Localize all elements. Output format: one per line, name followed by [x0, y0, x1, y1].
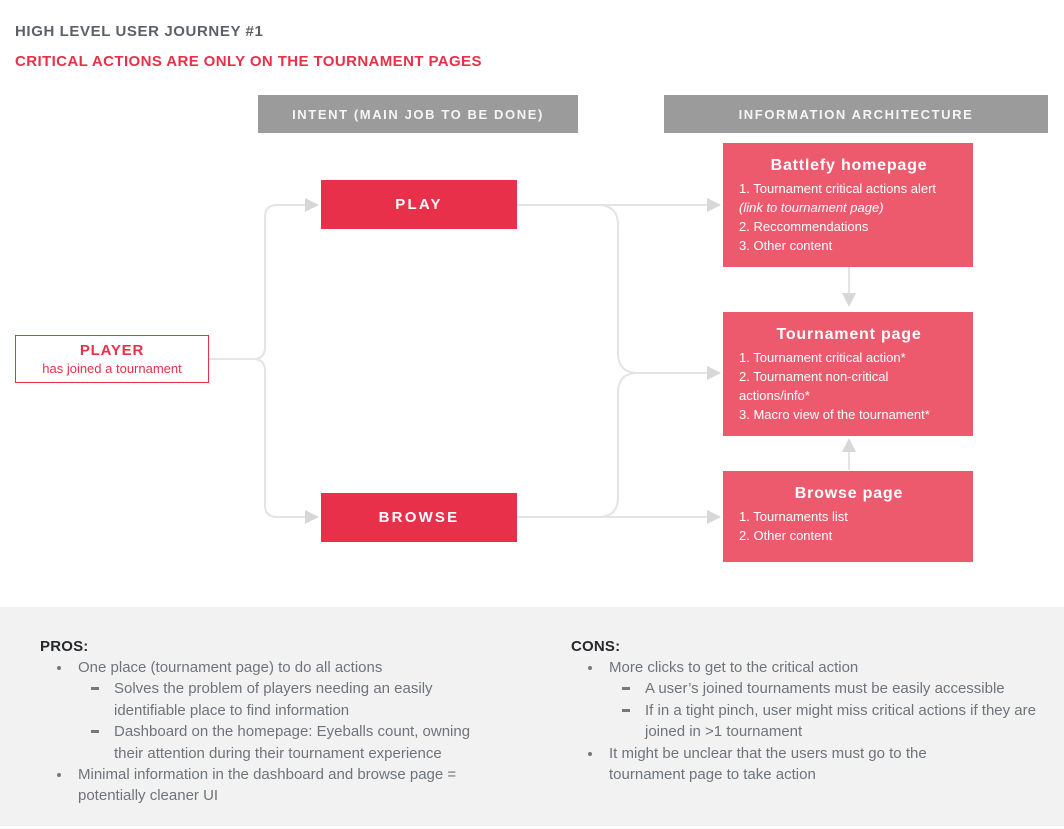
- page-subtitle: CRITICAL ACTIONS ARE ONLY ON THE TOURNAM…: [15, 53, 482, 70]
- cons-subitem: A user’s joined tournaments must be easi…: [622, 678, 1047, 699]
- pros-item: One place (tournament page) to do all ac…: [57, 657, 490, 678]
- pros-item-text: Minimal information in the dashboard and…: [78, 766, 457, 805]
- arrowhead-into-homepage: [707, 198, 721, 212]
- pros-list: PROS: One place (tournament page) to do …: [40, 637, 494, 807]
- cons-list: CONS: More clicks to get to the critical…: [571, 637, 1047, 785]
- bullet-dot-icon: [57, 773, 61, 778]
- cons-item-text: More clicks to get to the critical actio…: [609, 659, 859, 676]
- pros-item: Minimal information in the dashboard and…: [57, 764, 490, 807]
- pros-item-text: Solves the problem of players needing an…: [114, 680, 433, 719]
- tournament-page-card: Tournament page 1. Tournament critical a…: [723, 312, 973, 436]
- cons-item-text: A user’s joined tournaments must be easi…: [645, 680, 1005, 698]
- page-title: HIGH LEVEL USER JOURNEY #1: [15, 23, 264, 40]
- homepage-card-title: Battlefy homepage: [770, 157, 928, 174]
- connector-merge-to-tournament: [597, 204, 721, 518]
- tournament-card-line: 3. Macro view of the tournament*: [739, 407, 930, 422]
- player-node: PLAYER has joined a tournament: [15, 335, 209, 383]
- connector-play-to-homepage: [517, 198, 721, 212]
- arrowhead-into-browsepage: [707, 510, 721, 524]
- bullet-square-icon: [622, 687, 630, 691]
- play-node: PLAY: [321, 180, 517, 229]
- pros-cons-section: PROS: One place (tournament page) to do …: [0, 607, 1064, 826]
- player-node-subtitle: has joined a tournament: [42, 361, 182, 376]
- cons-heading: CONS:: [571, 638, 621, 655]
- bullet-dot-icon: [588, 751, 592, 756]
- connector-player-split: [209, 198, 319, 524]
- pros-item-text: Dashboard on the homepage: Eyeballs coun…: [114, 723, 471, 762]
- cons-item-text: If in a tight pinch, user might miss cri…: [645, 701, 1036, 741]
- connector-browsepage-to-tournament: [842, 438, 856, 470]
- arrowhead-down-tournament: [842, 293, 856, 307]
- flow-connectors: [209, 198, 856, 524]
- arrowhead-into-browse: [305, 510, 319, 524]
- arrowhead-into-play: [305, 198, 319, 212]
- homepage-card-line: 3. Other content: [739, 238, 833, 253]
- bullet-square-icon: [91, 687, 99, 691]
- pros-subitem: Dashboard on the homepage: Eyeballs coun…: [91, 721, 494, 764]
- pros-heading: PROS:: [40, 638, 89, 655]
- bullet-dot-icon: [588, 666, 592, 670]
- cons-item-text: It might be unclear that the users must …: [609, 744, 927, 784]
- bullet-dot-icon: [57, 666, 61, 670]
- browse-page-card: Browse page 1. Tournaments list 2. Other…: [723, 471, 973, 562]
- homepage-card-line: 2. Reccommendations: [739, 219, 869, 234]
- browse-card-line: 2. Other content: [739, 528, 833, 543]
- homepage-card-line: (link to tournament page): [739, 200, 884, 215]
- tournament-card-line: 1. Tournament critical action*: [739, 350, 906, 365]
- column-header-information-architecture: INFORMATION ARCHITECTURE: [664, 95, 1048, 133]
- cons-item: More clicks to get to the critical actio…: [588, 657, 965, 678]
- bullet-square-icon: [622, 708, 630, 712]
- cons-item: It might be unclear that the users must …: [588, 743, 965, 786]
- bullet-square-icon: [91, 730, 99, 734]
- browse-node: BROWSE: [321, 493, 517, 542]
- tournament-card-line: 2. Tournament non-critical actions/info*: [739, 369, 889, 403]
- browse-card-title: Browse page: [794, 485, 904, 502]
- pros-item-text: One place (tournament page) to do all ac…: [78, 659, 383, 676]
- pros-subitem: Solves the problem of players needing an…: [91, 678, 494, 721]
- column-header-intent: INTENT (MAIN JOB TO BE DONE): [258, 95, 578, 133]
- connector-browse-to-browsepage: [517, 510, 721, 524]
- homepage-card-line: 1. Tournament critical actions alert: [739, 181, 937, 196]
- cons-subitem: If in a tight pinch, user might miss cri…: [622, 700, 1047, 743]
- homepage-card: Battlefy homepage 1. Tournament critical…: [723, 143, 973, 267]
- arrowhead-into-tournament: [707, 366, 721, 380]
- browse-card-line: 1. Tournaments list: [739, 509, 848, 524]
- tournament-card-title: Tournament page: [776, 326, 922, 343]
- arrowhead-up-tournament: [842, 438, 856, 452]
- player-node-title: PLAYER: [79, 342, 145, 359]
- connector-homepage-to-tournament: [842, 267, 856, 307]
